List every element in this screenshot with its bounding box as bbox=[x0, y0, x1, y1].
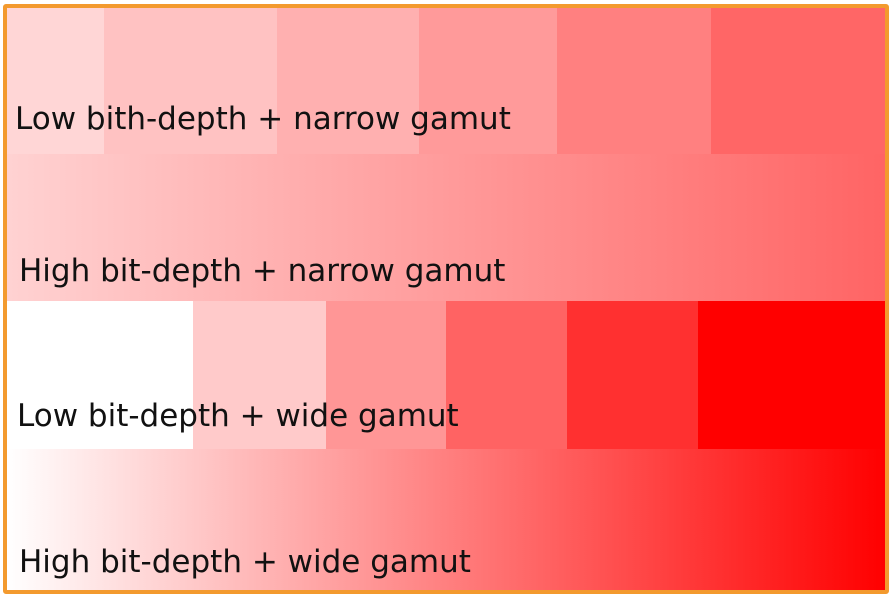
band-low-bitdepth-wide-gamut: Low bit-depth + wide gamut bbox=[7, 301, 885, 449]
color-step bbox=[711, 8, 885, 154]
band-high-bitdepth-wide-gamut: High bit-depth + wide gamut bbox=[7, 449, 885, 590]
color-steps bbox=[7, 301, 885, 449]
band-low-bitdepth-narrow-gamut: Low bith-depth + narrow gamut bbox=[7, 8, 885, 154]
band-label: High bit-depth + narrow gamut bbox=[19, 253, 506, 289]
color-steps bbox=[7, 8, 885, 154]
color-gradient bbox=[7, 449, 885, 590]
color-step bbox=[193, 301, 326, 449]
color-step bbox=[326, 301, 446, 449]
band-label: Low bit-depth + wide gamut bbox=[17, 398, 459, 434]
color-step bbox=[419, 8, 557, 154]
band-label: Low bith-depth + narrow gamut bbox=[15, 101, 511, 137]
gamut-comparison-frame: Low bith-depth + narrow gamut High bit-d… bbox=[3, 4, 889, 594]
color-step bbox=[567, 301, 698, 449]
color-step bbox=[7, 301, 193, 449]
band-label: High bit-depth + wide gamut bbox=[19, 544, 471, 580]
color-step bbox=[104, 8, 277, 154]
color-gradient bbox=[7, 154, 885, 301]
color-step bbox=[446, 301, 567, 449]
color-step bbox=[698, 301, 885, 449]
color-step bbox=[557, 8, 711, 154]
band-high-bitdepth-narrow-gamut: High bit-depth + narrow gamut bbox=[7, 154, 885, 301]
color-step bbox=[7, 8, 104, 154]
color-step bbox=[277, 8, 419, 154]
